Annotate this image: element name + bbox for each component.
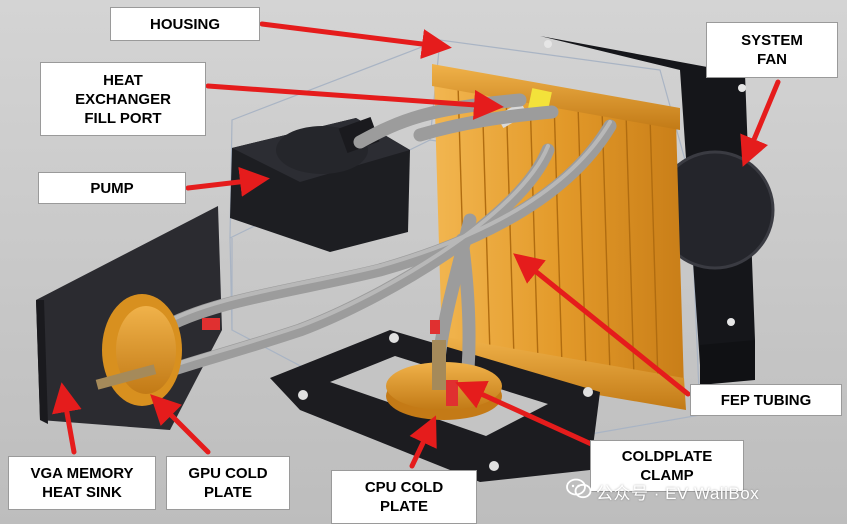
system-fan [540,36,775,385]
gpu-arrow [150,394,211,455]
housing-label: HOUSING [110,7,260,41]
pump-label: PUMP [38,172,186,204]
pump-arrow [185,166,270,197]
fep-tubing [153,93,617,379]
clamp-arrow [455,380,603,451]
vga-memory-heat-sink-label: VGA MEMORY HEAT SINK [8,456,156,510]
arrows [52,21,781,469]
housing-arrow [259,21,452,59]
watermark: 公众号 · EV WallBox [596,484,760,503]
heat-exchanger-fill-port-label: HEAT EXCHANGER FILL PORT [40,62,206,136]
cpu-cold-plate-label: CPU COLD PLATE [331,470,477,524]
coldplate-clamp-label: COLDPLATE CLAMP [590,440,744,492]
fep-arrow [513,253,691,397]
fill-port-arrow [205,83,504,120]
gpu-cold-plate-label: GPU COLD PLATE [166,456,290,510]
fan-arrow [740,79,781,167]
gpu-cold-plate [95,294,220,406]
radiator [432,64,686,410]
system-fan-label: SYSTEM FAN [706,22,838,78]
cpu-arrow [409,415,437,469]
vga-arrow [52,382,82,455]
fep-tubing-label: FEP TUBING [690,384,842,416]
wechat-icon [566,478,592,499]
